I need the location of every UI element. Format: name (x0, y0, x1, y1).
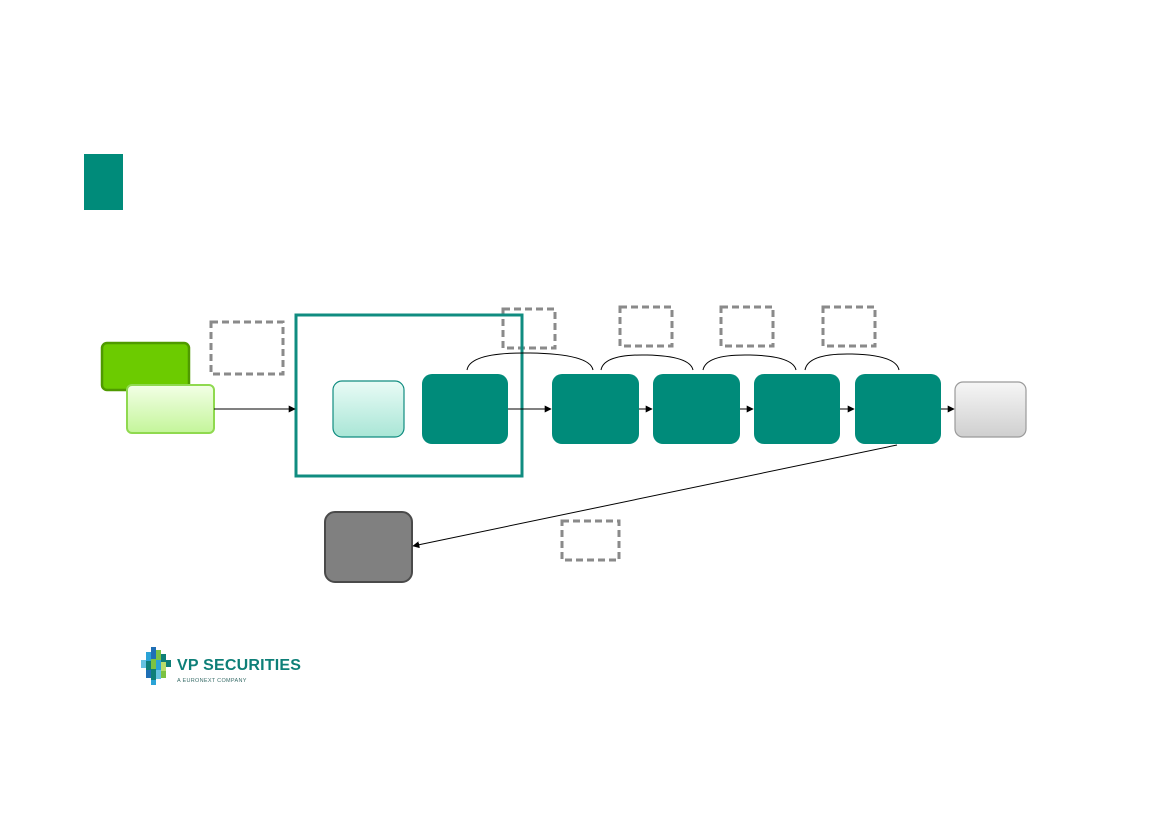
connector-arc (466, 352, 594, 371)
connector-arc (702, 354, 797, 371)
dashed-label-box (719, 305, 775, 348)
source-box-dark-green[interactable] (100, 341, 191, 392)
process-step-5[interactable] (855, 374, 941, 444)
dashed-label-box (560, 519, 621, 562)
connector-arc (804, 353, 900, 371)
process-step-1[interactable] (422, 374, 508, 444)
logo-tagline: A EURONEXT COMPANY (177, 678, 247, 684)
reject-box-dark-grey[interactable] (324, 511, 413, 583)
connector-arc (600, 354, 694, 371)
dashed-label-box (209, 320, 285, 376)
process-step-2[interactable] (552, 374, 639, 444)
dashed-label-box (618, 305, 674, 348)
input-box-pale-teal[interactable] (332, 380, 405, 438)
output-box-light-grey[interactable] (954, 381, 1027, 438)
group-frame (294, 313, 524, 478)
flow-arrow-diagonal (412, 444, 898, 549)
title-accent-block (84, 154, 123, 210)
logo-wordmark: VP SECURITIES (177, 657, 302, 674)
dashed-label-box (821, 305, 877, 348)
source-box-light-green[interactable] (126, 384, 215, 434)
vp-securities-logo-mark (141, 647, 171, 685)
process-step-4[interactable] (754, 374, 840, 444)
process-step-3[interactable] (653, 374, 740, 444)
